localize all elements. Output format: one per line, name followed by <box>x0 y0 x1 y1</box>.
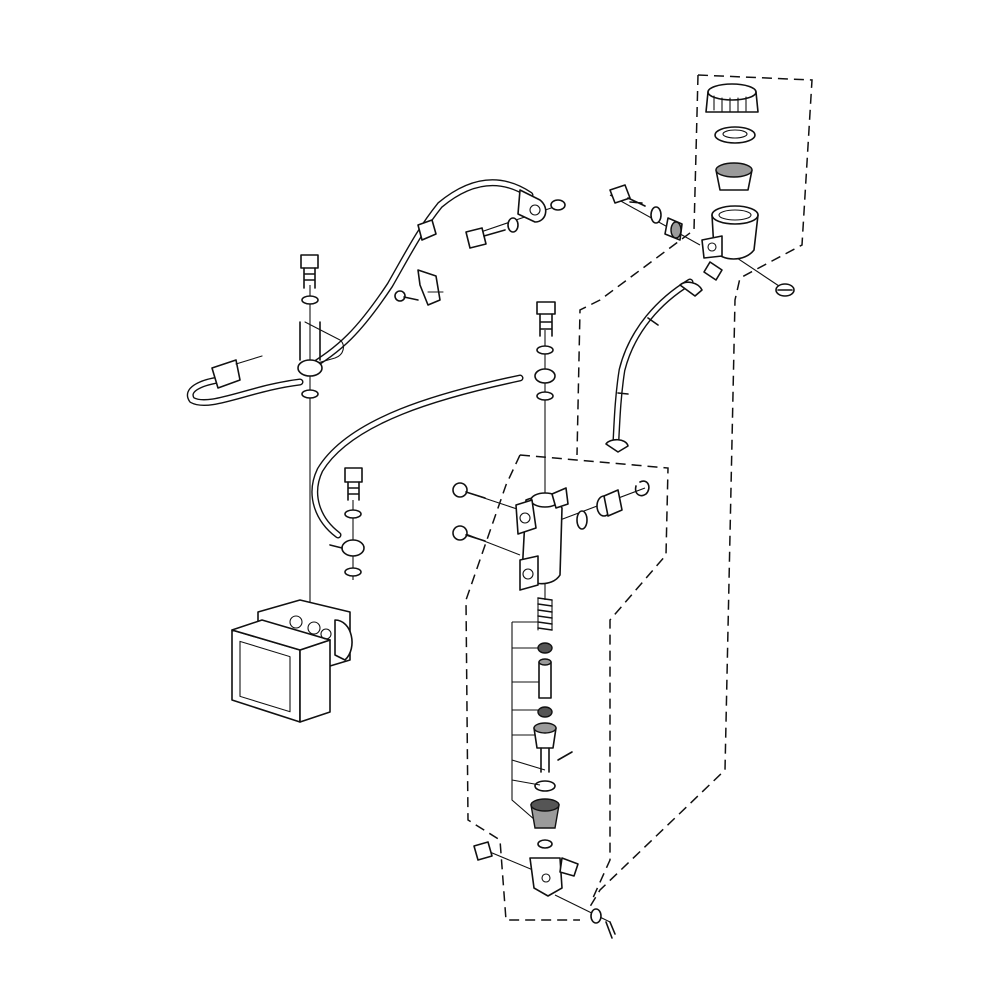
reservoir-assembly-outline <box>576 74 813 911</box>
reservoir-mounting-bolt <box>609 184 646 207</box>
clevis <box>529 857 579 897</box>
piston-return-spring <box>537 597 553 631</box>
inlet-fitting <box>596 489 623 517</box>
banjo-bolt-middle <box>536 301 556 337</box>
upper-brake-hose <box>301 179 534 374</box>
reservoir-hose-clamp <box>679 281 703 297</box>
washer-left-top <box>301 295 319 305</box>
abs-to-caliper-hose <box>311 374 524 539</box>
master-cylinder-bolt-lower <box>452 525 486 542</box>
banjo-fitting-middle <box>534 368 556 384</box>
piston <box>538 658 552 699</box>
banjo-bolt-lower <box>344 467 363 501</box>
abs-sensor-connector <box>211 355 263 389</box>
reservoir-diaphragm-plate <box>714 126 756 144</box>
master-cylinder-bolt-upper <box>452 482 486 499</box>
secondary-cup <box>537 706 553 718</box>
reservoir-cap <box>705 83 759 113</box>
hose-protector <box>417 219 437 241</box>
inlet-hose-clamp <box>605 438 629 453</box>
primary-cup <box>537 642 553 654</box>
reservoir-diaphragm <box>715 162 753 191</box>
reservoir-tank <box>701 205 759 281</box>
crush-washers-upper <box>507 199 566 233</box>
washer-left-bottom <box>301 389 319 399</box>
washer-middle-bottom <box>536 391 554 401</box>
master-cylinder-assembly-outline <box>465 454 669 921</box>
reservoir-hose <box>612 278 694 444</box>
banjo-bolt-upper <box>465 227 506 249</box>
bracket-screw <box>394 290 419 302</box>
banjo-fitting-lower <box>329 539 365 557</box>
hose-clamp-bracket <box>417 269 444 306</box>
inlet-circlip <box>634 480 650 497</box>
push-rod-assembly <box>533 722 557 773</box>
cotter-pin <box>605 921 616 939</box>
push-rod-pin <box>557 751 573 761</box>
abs-hydraulic-unit <box>231 599 353 723</box>
clevis-pin <box>473 841 493 861</box>
washer-lower-top <box>344 509 362 519</box>
dust-boot <box>530 798 560 829</box>
washer-middle-top <box>536 345 554 355</box>
banjo-fitting-left <box>297 321 323 377</box>
inlet-o-ring <box>576 510 588 530</box>
reservoir-grommet <box>664 217 683 241</box>
hose-end-fitting <box>517 189 547 223</box>
reservoir-washer <box>650 206 662 224</box>
clevis-washer <box>590 908 602 924</box>
abs-sensor-lead-line <box>186 321 344 407</box>
master-cylinder-body <box>515 487 569 591</box>
clevis-nut <box>537 839 553 849</box>
banjo-bolt-left <box>300 254 319 289</box>
reservoir-screw <box>775 283 795 297</box>
push-rod-circlip <box>534 780 556 792</box>
washer-lower-bottom <box>344 567 362 577</box>
